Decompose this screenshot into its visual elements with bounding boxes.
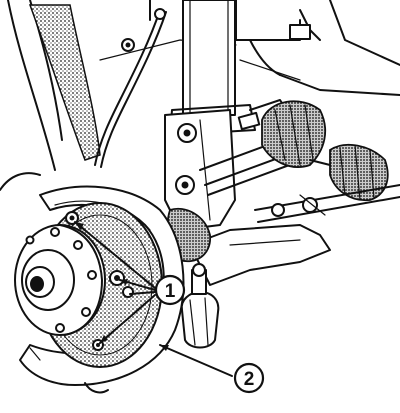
cv-boot-outer [261, 100, 327, 168]
wheel-studs [25, 227, 97, 333]
shield-slot [29, 347, 109, 394]
wheel-hub [14, 224, 106, 336]
callout-2-leaders [159, 344, 233, 377]
callout-1-label: 1 [165, 281, 176, 302]
callout-2: 2 [233, 362, 265, 394]
callout-2-label: 2 [244, 369, 255, 390]
body-structure [99, 0, 400, 96]
ball-joint [180, 263, 220, 349]
callout-1-leaders [74, 221, 156, 344]
stabilizer-link [237, 99, 291, 131]
wheel-arch [0, 0, 101, 191]
cv-boot-inner [309, 143, 389, 202]
brake-hose [94, 8, 167, 168]
callout-1: 1 [154, 274, 186, 306]
tie-rod [254, 184, 400, 223]
